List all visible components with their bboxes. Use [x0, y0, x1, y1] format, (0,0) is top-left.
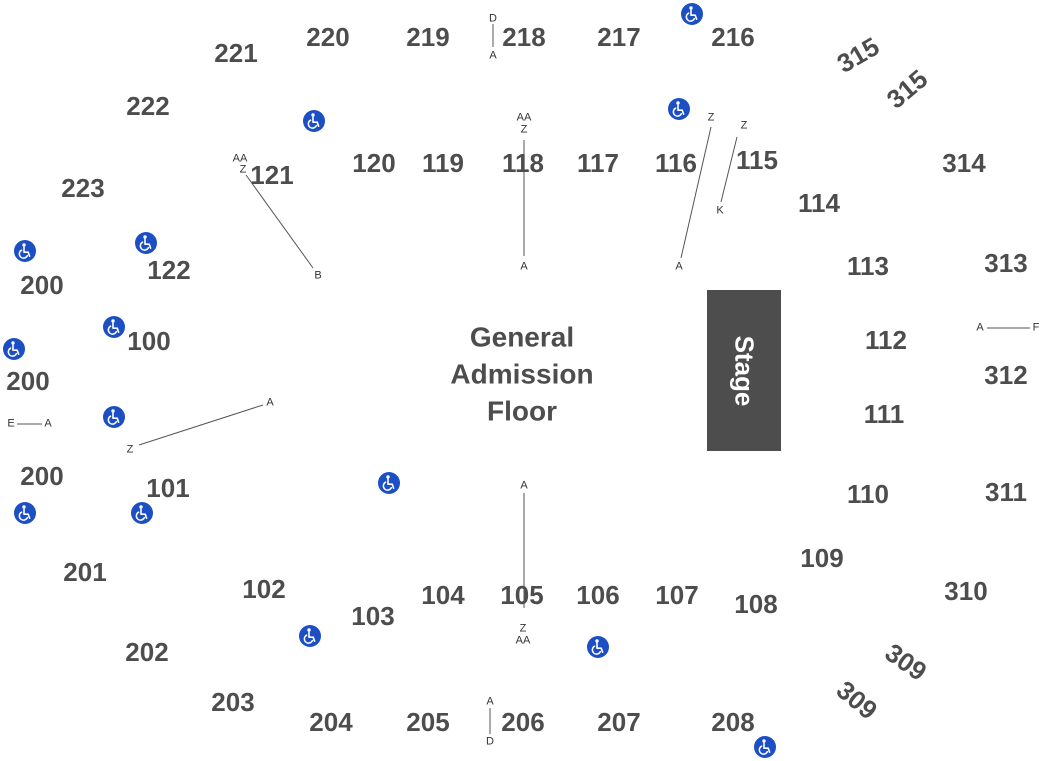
section-314[interactable]: 314 — [942, 148, 986, 178]
row-label-105-Z: Z — [519, 622, 527, 635]
section-217[interactable]: 217 — [597, 22, 641, 52]
section-204[interactable]: 204 — [309, 707, 353, 737]
floor-label-line3: Floor — [486, 395, 557, 427]
section-207[interactable]: 207 — [597, 707, 641, 737]
section-120[interactable]: 120 — [352, 148, 396, 178]
row-label-200-A: A — [44, 417, 52, 430]
section-109[interactable]: 109 — [800, 543, 844, 573]
row-label-118-A: A — [520, 260, 528, 273]
section-102[interactable]: 102 — [242, 574, 286, 604]
row-label-101-A: A — [266, 396, 274, 409]
section-107[interactable]: 107 — [655, 580, 699, 610]
general-admission-floor[interactable]: General Admission Floor — [450, 319, 593, 430]
stage-label: Stage — [729, 335, 760, 406]
section-118[interactable]: 118 — [502, 148, 544, 178]
row-label-121-Z: Z — [239, 163, 247, 176]
wheelchair-icon[interactable] — [299, 625, 321, 647]
section-119[interactable]: 119 — [422, 148, 464, 178]
row-label-206-A: A — [486, 695, 494, 708]
row-line-121 — [245, 174, 314, 269]
section-106[interactable]: 106 — [576, 580, 620, 610]
section-110[interactable]: 110 — [847, 479, 889, 509]
row-line-115 — [720, 136, 738, 203]
wheelchair-icon[interactable] — [14, 240, 36, 262]
row-line-116 — [680, 126, 712, 259]
section-122[interactable]: 122 — [147, 255, 191, 285]
section-200-upper[interactable]: 200 — [20, 270, 64, 300]
section-111[interactable]: 111 — [863, 399, 905, 429]
row-label-116-A: A — [675, 260, 683, 273]
wheelchair-icon[interactable] — [103, 316, 125, 338]
section-222[interactable]: 222 — [126, 91, 170, 121]
wheelchair-icon[interactable] — [131, 502, 153, 524]
section-202[interactable]: 202 — [125, 637, 169, 667]
section-313[interactable]: 313 — [984, 248, 1028, 278]
row-label-116-Z: Z — [707, 111, 715, 124]
section-223[interactable]: 223 — [61, 173, 105, 203]
section-200-middle[interactable]: 200 — [6, 366, 50, 396]
section-116[interactable]: 116 — [655, 148, 697, 178]
row-label-200-E: E — [7, 417, 15, 430]
row-label-115-Z: Z — [740, 119, 748, 132]
row-label-118-AA: AA — [516, 111, 532, 124]
wheelchair-icon[interactable] — [378, 472, 400, 494]
wheelchair-icon[interactable] — [3, 338, 25, 360]
wheelchair-icon[interactable] — [668, 98, 690, 120]
section-219[interactable]: 219 — [406, 22, 450, 52]
row-label-312-A: A — [976, 321, 984, 334]
floor-label-line1: General — [469, 321, 575, 353]
section-103[interactable]: 103 — [351, 601, 395, 631]
section-201[interactable]: 201 — [63, 557, 107, 587]
wheelchair-icon[interactable] — [681, 3, 703, 25]
row-label-218-D: D — [489, 12, 497, 25]
row-label-105-AA: AA — [515, 634, 531, 647]
wheelchair-icon[interactable] — [103, 406, 125, 428]
section-310[interactable]: 310 — [944, 576, 988, 606]
section-216[interactable]: 216 — [711, 22, 755, 52]
section-115[interactable]: 115 — [736, 145, 778, 175]
section-208[interactable]: 208 — [711, 707, 755, 737]
row-label-218-A: A — [489, 49, 497, 62]
section-114[interactable]: 114 — [798, 188, 840, 218]
section-117[interactable]: 117 — [577, 148, 619, 178]
section-220[interactable]: 220 — [306, 22, 350, 52]
section-312[interactable]: 312 — [984, 360, 1028, 390]
section-206[interactable]: 206 — [501, 707, 545, 737]
wheelchair-icon[interactable] — [14, 502, 36, 524]
row-line-101 — [138, 404, 264, 446]
wheelchair-icon[interactable] — [587, 636, 609, 658]
section-112[interactable]: 112 — [865, 325, 907, 355]
wheelchair-icon[interactable] — [303, 110, 325, 132]
section-205[interactable]: 205 — [406, 707, 450, 737]
section-104[interactable]: 104 — [421, 580, 465, 610]
row-label-206-D: D — [486, 735, 494, 748]
row-label-115-K: K — [716, 204, 724, 217]
row-label-105-A: A — [520, 479, 528, 492]
wheelchair-icon[interactable] — [754, 736, 776, 758]
wheelchair-icon[interactable] — [135, 232, 157, 254]
section-200-lower[interactable]: 200 — [20, 461, 64, 491]
section-100[interactable]: 100 — [127, 326, 171, 356]
stage: Stage — [707, 290, 781, 451]
section-218[interactable]: 218 — [502, 22, 546, 52]
row-label-121-B: B — [314, 269, 322, 282]
section-311[interactable]: 311 — [985, 477, 1027, 507]
section-101[interactable]: 101 — [146, 473, 190, 503]
section-221[interactable]: 221 — [214, 38, 258, 68]
section-105[interactable]: 105 — [500, 580, 544, 610]
row-label-118-Z: Z — [520, 123, 528, 136]
section-108[interactable]: 108 — [734, 589, 778, 619]
row-label-101-Z: Z — [126, 443, 134, 456]
section-203[interactable]: 203 — [211, 687, 255, 717]
floor-label-line2: Admission — [450, 358, 594, 390]
row-label-121-AA: AA — [232, 152, 248, 165]
section-121[interactable]: 121 — [250, 160, 294, 190]
row-label-312-F: F — [1032, 321, 1040, 334]
section-113[interactable]: 113 — [847, 251, 889, 281]
